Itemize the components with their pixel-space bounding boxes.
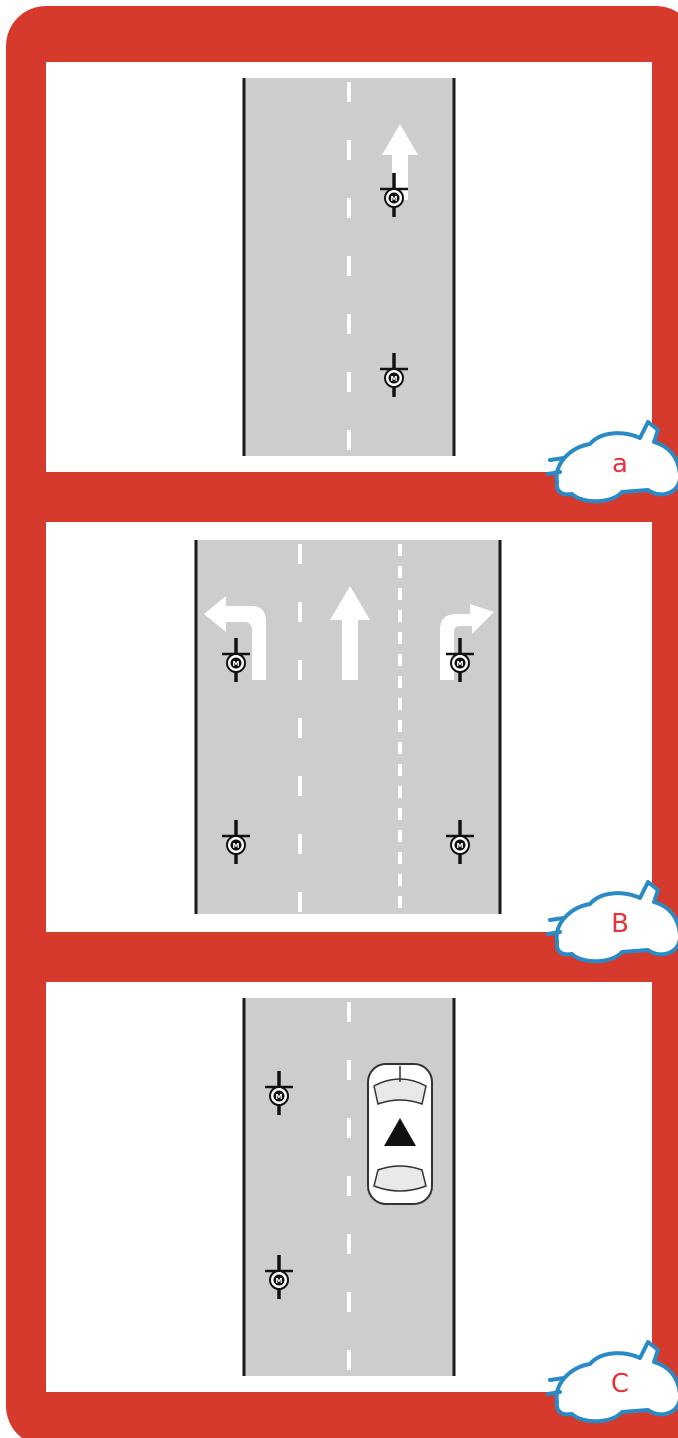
arrow-straight-icon [330,586,370,680]
panel-label: B [611,909,629,939]
panel-label: C [611,1369,629,1399]
motorcycle-icon: a [546,420,678,504]
panel-b: B [46,522,678,964]
panel-a: a [46,62,678,504]
arrow-turn-left-icon [204,596,266,680]
panel-c: C [46,982,678,1424]
motorcycle-icon: B [546,880,678,964]
panel-label: a [612,449,628,479]
triangle-marker [384,1118,416,1146]
car-icon [367,1063,433,1205]
motorcycle-icon: C [546,1340,678,1424]
arrow-straight-icon [382,124,418,200]
